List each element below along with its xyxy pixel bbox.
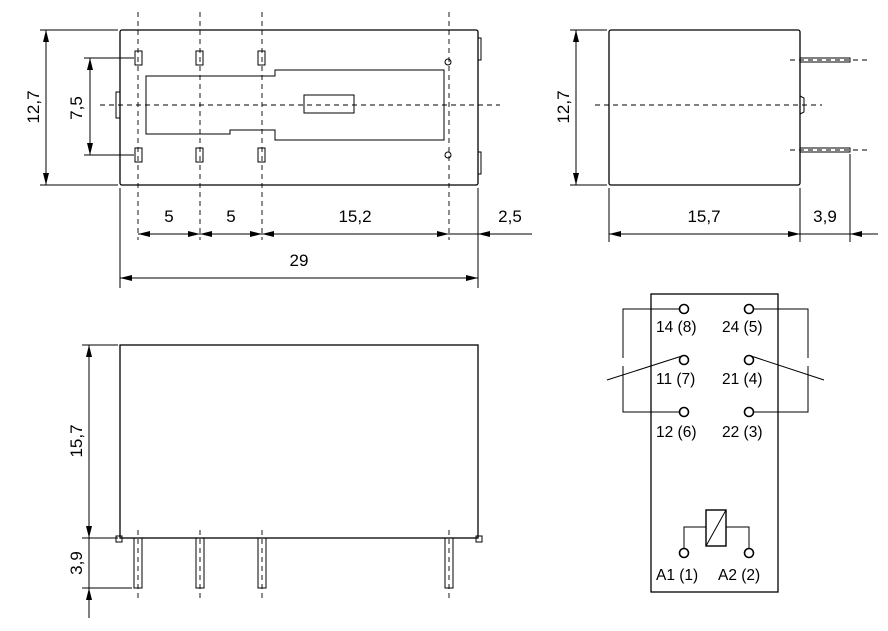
terminal-21-label: 21 (4) <box>722 371 763 388</box>
pin-bottom-2 <box>195 147 204 163</box>
arrowhead <box>86 588 92 600</box>
side-pin-top <box>799 57 851 63</box>
terminal-21-pin <box>743 354 755 366</box>
arrowhead <box>850 231 862 237</box>
right-side-tab-bottom <box>477 151 482 175</box>
arrowhead <box>573 173 579 185</box>
side-width-label: 15,7 <box>687 207 720 226</box>
wiring-schematic: 14 (8) 24 (5) 11 (7) 21 (4) 12 (6) 22 (3… <box>606 293 825 593</box>
pitch-3-label: 15,2 <box>338 207 371 226</box>
mounting-hole-top <box>444 58 452 66</box>
wire-12 <box>622 366 684 413</box>
coil-diagonal <box>705 509 727 547</box>
front-pin-4 <box>444 537 454 589</box>
arrowhead <box>188 231 200 237</box>
arrowhead <box>250 231 262 237</box>
side-pin-length-label: 3,9 <box>813 207 837 226</box>
arrowhead <box>86 345 92 357</box>
wire-22 <box>749 366 809 413</box>
pitch-1-label: 5 <box>164 207 173 226</box>
contact-blade-right <box>750 355 825 381</box>
side-height-label: 12,7 <box>554 90 573 123</box>
arrowhead <box>87 143 93 155</box>
coil-wire-a2 <box>726 526 750 550</box>
arrowhead <box>609 231 621 237</box>
terminal-24-pin <box>743 303 755 315</box>
arrowhead <box>437 231 449 237</box>
terminal-12-pin <box>678 406 690 418</box>
front-left-foot <box>115 535 123 543</box>
terminal-11-label: 11 (7) <box>656 371 695 388</box>
side-view: 12,7 15,7 3,9 <box>554 29 878 242</box>
arrowhead <box>262 231 274 237</box>
pin-top-1 <box>134 50 143 66</box>
arrowhead <box>43 30 49 42</box>
arrowhead <box>86 526 92 538</box>
offset-label: 2,5 <box>498 207 522 226</box>
armature-plate-outline <box>145 69 445 141</box>
arrowhead <box>43 173 49 185</box>
wire-14 <box>622 308 684 358</box>
coil-wire-a1 <box>683 526 706 550</box>
arrowhead <box>87 58 93 70</box>
pin-row-spacing-label: 7,5 <box>67 96 86 120</box>
front-pin-length-label: 3,9 <box>67 551 86 575</box>
contact-blade-left <box>606 355 683 381</box>
front-view-body-outline <box>119 344 479 539</box>
pitch-2-label: 5 <box>226 207 235 226</box>
top-view-body-outline <box>119 29 479 186</box>
top-view: 12,7 7,5 5 5 15,2 2,5 29 <box>24 12 532 288</box>
front-view: 15,7 3,9 <box>67 344 483 618</box>
terminal-22-label: 22 (3) <box>722 424 763 441</box>
right-side-tab-top <box>477 37 482 61</box>
mounting-hole-bottom <box>444 151 452 159</box>
length-label: 29 <box>290 251 309 270</box>
arrowhead <box>466 275 478 281</box>
side-pin-bottom <box>799 147 851 153</box>
front-right-foot <box>475 535 483 543</box>
front-pin-3 <box>257 537 267 589</box>
pin-top-3 <box>257 50 266 66</box>
arrowhead <box>478 231 490 237</box>
front-pin-1 <box>133 537 143 589</box>
wire-24 <box>749 308 809 358</box>
front-pin-2 <box>195 537 205 589</box>
pin-top-2 <box>195 50 204 66</box>
top-height-label: 12,7 <box>24 90 43 123</box>
terminal-22-pin <box>743 406 755 418</box>
terminal-14-label: 14 (8) <box>656 319 697 336</box>
terminal-24-label: 24 (5) <box>722 319 763 336</box>
arrowhead <box>573 30 579 42</box>
terminal-14-pin <box>678 303 690 315</box>
pin-bottom-3 <box>257 147 266 163</box>
arrowhead <box>200 231 212 237</box>
label-window <box>303 94 355 114</box>
arrowhead <box>138 231 150 237</box>
coil-a2-label: A2 (2) <box>718 567 760 584</box>
arrowhead <box>788 231 800 237</box>
schematic-frame <box>650 293 779 593</box>
terminal-12-label: 12 (6) <box>656 424 697 441</box>
pin-bottom-1 <box>134 147 143 163</box>
coil-a1-label: A1 (1) <box>656 567 698 584</box>
front-height-label: 15,7 <box>67 424 86 457</box>
arrowhead <box>120 275 132 281</box>
terminal-11-pin <box>678 354 690 366</box>
coil-a2-pin <box>743 547 755 559</box>
side-view-body-outline <box>608 29 801 186</box>
coil-a1-pin <box>678 547 690 559</box>
